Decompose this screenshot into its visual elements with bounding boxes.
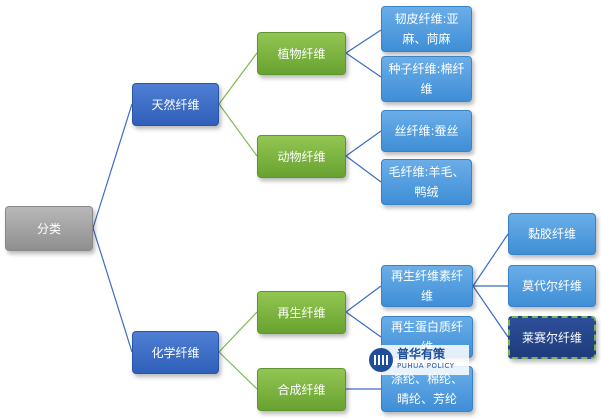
node-regenerated-fibers: 再生纤维 bbox=[257, 291, 346, 334]
link-animal-hair bbox=[345, 155, 382, 183]
node-synthetic-fibers: 合成纤维 bbox=[257, 368, 346, 411]
logo-emblem-icon bbox=[369, 348, 393, 372]
link-root-chemical bbox=[92, 227, 133, 353]
node-seed-fibers-label: 种子纤维:棉纤维 bbox=[388, 62, 465, 96]
node-regenerated-cellulose-label: 再生纤维素纤维 bbox=[390, 269, 463, 303]
link-cellulose-viscose bbox=[472, 233, 509, 287]
link-animal-silk bbox=[345, 130, 382, 157]
node-silk-fibers: 丝纤维:蚕丝 bbox=[381, 110, 472, 152]
node-seed-fibers: 种子纤维:棉纤维 bbox=[381, 56, 472, 102]
logo-text: 普华有策 PUHUA POLICY bbox=[397, 348, 454, 372]
node-viscose-label: 黏胶纤维 bbox=[527, 227, 576, 241]
link-root-natural bbox=[92, 103, 133, 229]
link-cellulose-lyocell bbox=[472, 285, 509, 338]
link-natural-animal bbox=[218, 103, 258, 157]
node-animal-fibers: 动物纤维 bbox=[257, 135, 346, 178]
node-synthetic-fibers-label: 合成纤维 bbox=[277, 382, 326, 397]
link-plant-bast bbox=[345, 29, 382, 54]
link-chemical-regenerated bbox=[218, 311, 258, 353]
node-regenerated-cellulose: 再生纤维素纤维 bbox=[381, 265, 473, 307]
node-hair-fibers-label: 毛纤维:羊毛、鸭绒 bbox=[388, 165, 465, 199]
link-chemical-synthetic bbox=[218, 351, 258, 390]
node-plant-fibers-label: 植物纤维 bbox=[277, 46, 326, 61]
node-natural-fibers: 天然纤维 bbox=[132, 83, 219, 126]
node-hair-fibers: 毛纤维:羊毛、鸭绒 bbox=[381, 159, 472, 205]
node-lyocell: 莱赛尔纤维 bbox=[508, 316, 596, 359]
node-synthetic-types-label: 涤纶、棉纶、晴纶、芳纶 bbox=[390, 372, 463, 406]
node-plant-fibers: 植物纤维 bbox=[257, 32, 346, 75]
node-modal: 莫代尔纤维 bbox=[508, 265, 596, 307]
link-regenerated-cellulose bbox=[345, 285, 382, 313]
node-natural-fibers-label: 天然纤维 bbox=[151, 97, 200, 112]
node-animal-fibers-label: 动物纤维 bbox=[277, 149, 326, 164]
link-plant-seed bbox=[345, 52, 382, 78]
node-viscose: 黏胶纤维 bbox=[508, 213, 596, 255]
node-regenerated-fibers-label: 再生纤维 bbox=[277, 305, 326, 320]
node-chemical-fibers: 化学纤维 bbox=[132, 331, 219, 374]
watermark-logo: 普华有策 PUHUA POLICY bbox=[367, 345, 469, 375]
link-natural-plant bbox=[218, 52, 258, 105]
node-bast-fibers: 韧皮纤维:亚麻、苘麻 bbox=[381, 6, 472, 52]
node-silk-fibers-label: 丝纤维:蚕丝 bbox=[394, 124, 459, 138]
node-modal-label: 莫代尔纤维 bbox=[521, 279, 582, 293]
logo-name: 普华有策 bbox=[397, 347, 446, 361]
node-root-label: 分类 bbox=[36, 221, 61, 236]
link-regenerated-protein bbox=[345, 311, 382, 338]
logo-english: PUHUA POLICY bbox=[397, 362, 455, 370]
node-root: 分类 bbox=[5, 206, 93, 251]
node-chemical-fibers-label: 化学纤维 bbox=[151, 345, 200, 360]
node-lyocell-label: 莱赛尔纤维 bbox=[521, 330, 582, 345]
node-bast-fibers-label: 韧皮纤维:亚麻、苘麻 bbox=[394, 12, 459, 46]
